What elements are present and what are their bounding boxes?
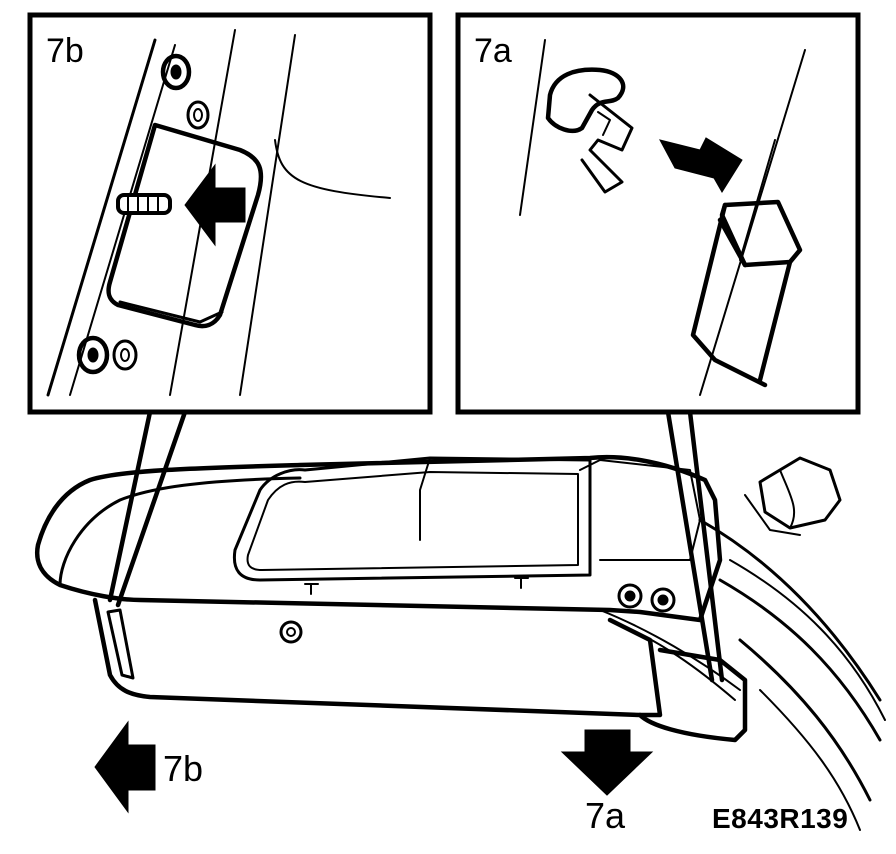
inset-7b: 7b bbox=[27, 12, 433, 415]
left-arrow-icon bbox=[94, 720, 156, 814]
screw-rear-1 bbox=[617, 583, 643, 609]
inset-7a-content bbox=[519, 39, 806, 396]
down-arrow-icon bbox=[560, 729, 654, 796]
cover-plate bbox=[106, 122, 264, 329]
inset-7a-label: 7a bbox=[474, 32, 512, 70]
hook-bracket bbox=[545, 67, 626, 134]
armrest-cushion bbox=[232, 456, 592, 582]
figure-code: E843R139 bbox=[712, 803, 848, 834]
inset-7a: 7a bbox=[455, 12, 861, 415]
gear-knob bbox=[744, 456, 842, 536]
inset-7b-label: 7b bbox=[46, 32, 84, 70]
direction-7a-label: 7a bbox=[585, 795, 626, 836]
direction-7b: 7b bbox=[94, 720, 203, 814]
armrest-lid bbox=[35, 454, 723, 623]
direction-7a: 7a bbox=[560, 729, 654, 836]
push-arrow-icon bbox=[184, 163, 246, 247]
screw-rear-2 bbox=[650, 587, 676, 613]
console-trim bbox=[698, 518, 886, 831]
armrest-assembly bbox=[35, 454, 886, 831]
direction-7b-label: 7b bbox=[163, 748, 203, 789]
screw-front bbox=[279, 620, 303, 644]
inset-7b-content bbox=[46, 29, 391, 397]
armrest-lower-body bbox=[92, 597, 663, 718]
release-clip bbox=[116, 193, 172, 215]
down-right-arrow-icon bbox=[659, 137, 743, 193]
callout-leaders bbox=[107, 409, 725, 683]
